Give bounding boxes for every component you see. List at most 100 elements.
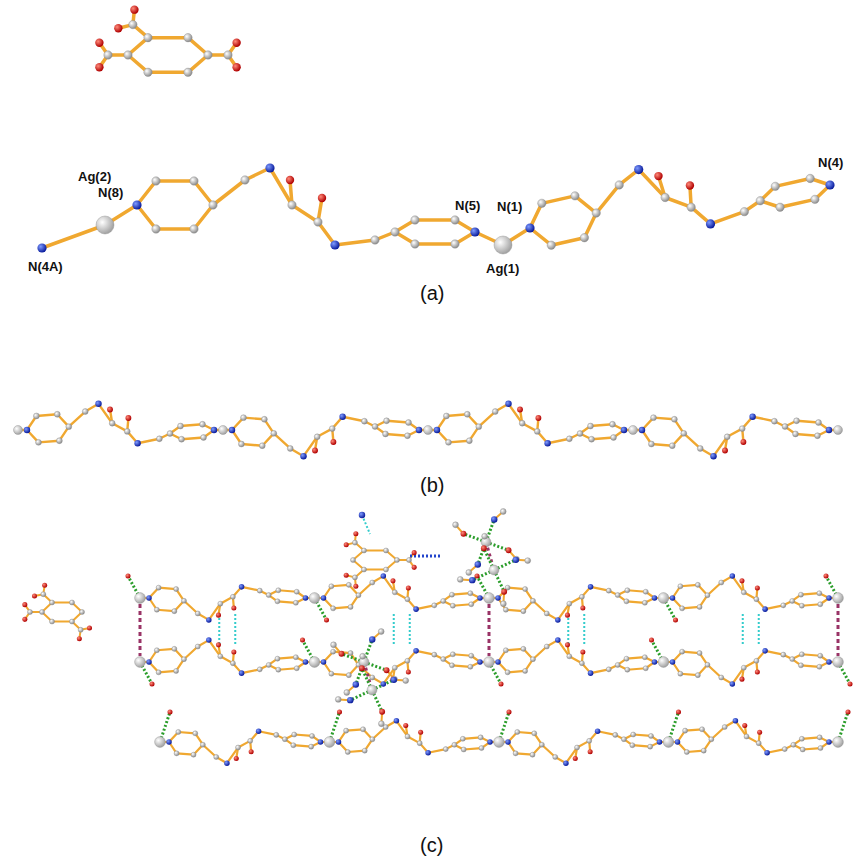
atom-ball bbox=[406, 669, 411, 674]
atom-ball bbox=[181, 598, 186, 603]
atom-ball bbox=[730, 573, 736, 579]
atom-ball bbox=[204, 51, 212, 59]
contact-dash bbox=[139, 604, 142, 656]
atom-ball bbox=[405, 433, 411, 439]
atom-ball bbox=[733, 718, 739, 724]
atom-ball bbox=[318, 739, 324, 745]
atom-ball bbox=[625, 588, 630, 593]
atom-ball bbox=[339, 651, 345, 657]
atom-ball bbox=[195, 611, 200, 616]
contact-dash bbox=[409, 614, 411, 646]
bond-stick bbox=[592, 437, 614, 439]
atom-ball bbox=[266, 662, 271, 667]
atom-ball bbox=[22, 602, 27, 607]
atom-ball bbox=[613, 732, 618, 737]
bond-stick bbox=[802, 604, 820, 605]
atom-ball bbox=[79, 609, 84, 614]
atom-ball bbox=[314, 434, 320, 440]
atom-ball bbox=[555, 637, 561, 643]
atom-ball bbox=[461, 747, 466, 752]
bond-stick bbox=[292, 205, 318, 222]
atom-ball bbox=[629, 426, 638, 435]
atom-ball bbox=[755, 585, 760, 590]
atom-ball bbox=[500, 601, 506, 607]
atom-ball bbox=[579, 661, 584, 666]
contact-dash bbox=[393, 614, 395, 646]
atom-ball bbox=[544, 611, 549, 616]
atom-ball bbox=[155, 737, 166, 748]
atom-ball bbox=[390, 578, 395, 583]
atom-ball bbox=[391, 228, 399, 236]
bond-stick bbox=[242, 587, 260, 591]
atom-ball bbox=[394, 557, 399, 562]
atom-ball bbox=[405, 734, 410, 739]
atom-ball bbox=[166, 739, 172, 745]
atom-ball bbox=[468, 664, 473, 669]
atom-ball bbox=[403, 723, 408, 728]
atom-ball bbox=[231, 649, 236, 654]
panel-label: (a) bbox=[420, 283, 444, 303]
atom-ball bbox=[489, 565, 499, 575]
bond-stick bbox=[416, 651, 434, 655]
atom-ball bbox=[309, 593, 320, 604]
atom-ball bbox=[534, 428, 540, 434]
atom-ball bbox=[176, 729, 181, 734]
atom-ball bbox=[643, 589, 648, 594]
atom-ball bbox=[678, 671, 683, 676]
bond-stick bbox=[38, 441, 59, 443]
atom-ball bbox=[78, 627, 83, 632]
atom-ball bbox=[530, 752, 535, 757]
atom-ball bbox=[95, 63, 103, 71]
atom-ball bbox=[676, 709, 681, 714]
atom-ball bbox=[174, 587, 179, 592]
atom-ball bbox=[754, 658, 759, 663]
atom-ball bbox=[450, 603, 455, 608]
atom-ball bbox=[261, 416, 267, 422]
atom-ball bbox=[800, 747, 805, 752]
atom-ball bbox=[482, 533, 488, 539]
atom-ball bbox=[331, 642, 337, 648]
atom-ball bbox=[282, 737, 287, 742]
bond-stick bbox=[364, 569, 386, 571]
atom-ball bbox=[335, 696, 341, 702]
atom-ball bbox=[331, 606, 336, 611]
atom-ball bbox=[443, 413, 449, 419]
atom-ball bbox=[309, 744, 314, 749]
atom-ball bbox=[611, 435, 617, 441]
atom-ball bbox=[218, 654, 223, 659]
atom-ball bbox=[378, 721, 384, 727]
atom-ball bbox=[256, 728, 262, 734]
bond-stick bbox=[385, 434, 407, 436]
atom-ball bbox=[815, 433, 821, 439]
bond-stick bbox=[243, 418, 264, 420]
atom-ball bbox=[639, 427, 645, 433]
atom-ball bbox=[405, 658, 410, 663]
atom-ball bbox=[378, 629, 384, 635]
atom-ball bbox=[370, 737, 375, 742]
atom-ball bbox=[361, 548, 366, 553]
atom-ball bbox=[630, 743, 635, 748]
atom-ball bbox=[224, 760, 230, 766]
atom-ball bbox=[575, 745, 580, 750]
atom-ball bbox=[762, 648, 768, 654]
atom-ball bbox=[742, 723, 747, 728]
bond-stick bbox=[735, 721, 746, 737]
atom-ball bbox=[443, 747, 448, 752]
atom-ball bbox=[291, 743, 296, 748]
atom-ball bbox=[257, 588, 262, 593]
bond-stick bbox=[590, 424, 612, 426]
atom-ball bbox=[352, 575, 357, 580]
atom-ball bbox=[663, 737, 674, 748]
atom-ball bbox=[104, 51, 112, 59]
bond-stick bbox=[182, 437, 204, 439]
atom-ball bbox=[412, 550, 417, 555]
atom-ball bbox=[834, 426, 843, 435]
atom-ball bbox=[336, 739, 342, 745]
bond-stick bbox=[542, 196, 575, 203]
atom-ball bbox=[303, 659, 309, 665]
atom-ball bbox=[369, 636, 375, 642]
bond-stick bbox=[707, 665, 721, 678]
bond-stick bbox=[36, 414, 57, 416]
atom-ball bbox=[588, 423, 594, 429]
atom-ball bbox=[649, 637, 654, 642]
